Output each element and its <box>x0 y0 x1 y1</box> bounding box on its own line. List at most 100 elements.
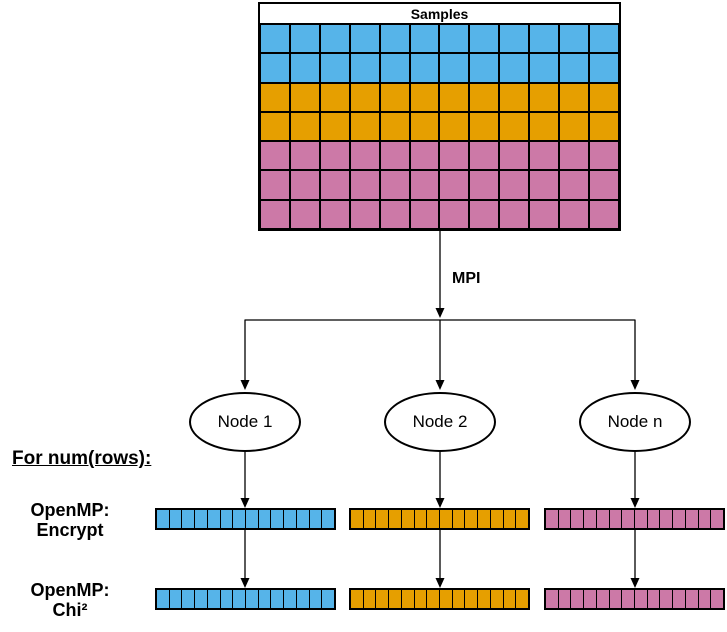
mpi-label: MPI <box>452 270 481 287</box>
sample-cell <box>379 111 410 142</box>
arrow-branch-to-node2 <box>435 320 445 390</box>
strip-cell <box>296 510 310 528</box>
strip-cell <box>478 510 491 528</box>
sample-cell <box>499 170 530 200</box>
sample-cell <box>529 53 560 83</box>
strip-cell <box>546 510 559 528</box>
strip-cell <box>401 510 415 528</box>
sample-cell <box>379 82 410 112</box>
sample-cell <box>559 141 590 171</box>
sample-cell <box>349 141 380 171</box>
sample-cell <box>289 82 320 112</box>
strip-cell <box>516 510 529 528</box>
strip-cell <box>376 510 390 528</box>
arrow-encrypt-to-chi-2 <box>435 530 445 588</box>
sample-cell <box>260 82 290 112</box>
sample-cell <box>589 53 619 83</box>
arrow-encrypt-to-chi-n <box>630 530 640 588</box>
strip-cell <box>584 590 597 608</box>
openmp-encrypt-line2: Encrypt <box>36 520 104 540</box>
sample-cell <box>499 141 530 171</box>
strip-cell <box>322 510 335 528</box>
node-n-ellipse: Node n <box>579 392 691 452</box>
sample-cell <box>559 199 590 229</box>
sample-cell <box>529 141 560 171</box>
strip-cell <box>647 510 661 528</box>
sample-cell <box>439 141 470 171</box>
sample-cell <box>499 199 530 229</box>
sample-cell <box>409 170 440 200</box>
strip-cell <box>673 590 686 608</box>
arrow-branch-to-node1 <box>240 320 250 390</box>
sample-cell <box>499 24 530 54</box>
node-2-ellipse: Node 2 <box>384 392 496 452</box>
sample-cell <box>559 53 590 83</box>
arrow-node1-to-encrypt <box>240 452 250 508</box>
sample-cell <box>409 53 440 83</box>
sample-cell <box>319 53 350 83</box>
strip-cell <box>195 590 208 608</box>
sample-cell <box>349 170 380 200</box>
strip-cell <box>207 590 221 608</box>
strip-cell <box>440 590 453 608</box>
strip-cell <box>258 590 272 608</box>
sample-cell <box>260 53 290 83</box>
openmp-encrypt-label: OpenMP: Encrypt <box>5 500 135 540</box>
strip-cell <box>258 510 272 528</box>
sample-cell <box>469 111 500 142</box>
strip-cell <box>182 590 196 608</box>
strip-cell <box>546 590 559 608</box>
strip-cell <box>309 510 323 528</box>
strip-cell <box>558 510 572 528</box>
sample-cell <box>379 170 410 200</box>
sample-cell <box>499 111 530 142</box>
strip-cell <box>414 590 428 608</box>
strip-cell <box>363 590 377 608</box>
strip-cell <box>452 590 466 608</box>
sample-cell <box>439 82 470 112</box>
strip-cell <box>233 590 247 608</box>
strip-cell <box>389 510 402 528</box>
sample-cell <box>319 82 350 112</box>
sample-cell <box>559 170 590 200</box>
strip-cell <box>207 510 221 528</box>
arrow-encrypt-to-chi-1 <box>240 530 250 588</box>
sample-cell <box>409 24 440 54</box>
sample-cell <box>289 170 320 200</box>
strip-cell <box>490 590 504 608</box>
sample-cell <box>260 141 290 171</box>
strip-cell <box>571 590 585 608</box>
strip-cell <box>490 510 504 528</box>
sample-cell <box>559 24 590 54</box>
sample-cell <box>499 53 530 83</box>
strip-cell <box>698 590 712 608</box>
strip-cell <box>246 590 259 608</box>
openmp-chi-line1: OpenMP: <box>30 580 110 600</box>
strip-cell <box>503 590 517 608</box>
strip-cell <box>478 590 491 608</box>
sample-cell <box>439 170 470 200</box>
sample-cell <box>469 141 500 171</box>
strip-cell <box>233 510 247 528</box>
strip-cell <box>503 510 517 528</box>
openmp-chi-line2: Chi² <box>52 600 88 620</box>
sample-cell <box>529 199 560 229</box>
sample-cell <box>319 199 350 229</box>
strip-cell <box>157 510 170 528</box>
sample-cell <box>260 170 290 200</box>
strip-cell <box>414 510 428 528</box>
sample-cell <box>289 111 320 142</box>
arrow-noden-to-encrypt <box>630 452 640 508</box>
sample-cell <box>319 170 350 200</box>
strip-cell <box>195 510 208 528</box>
sample-cell <box>319 24 350 54</box>
strip-cell <box>609 510 623 528</box>
sample-cell <box>559 82 590 112</box>
strip-cell <box>558 590 572 608</box>
strip-cell <box>465 510 479 528</box>
sample-cell <box>260 199 290 229</box>
sample-cell <box>379 199 410 229</box>
strip-encrypt-node2 <box>349 508 530 530</box>
